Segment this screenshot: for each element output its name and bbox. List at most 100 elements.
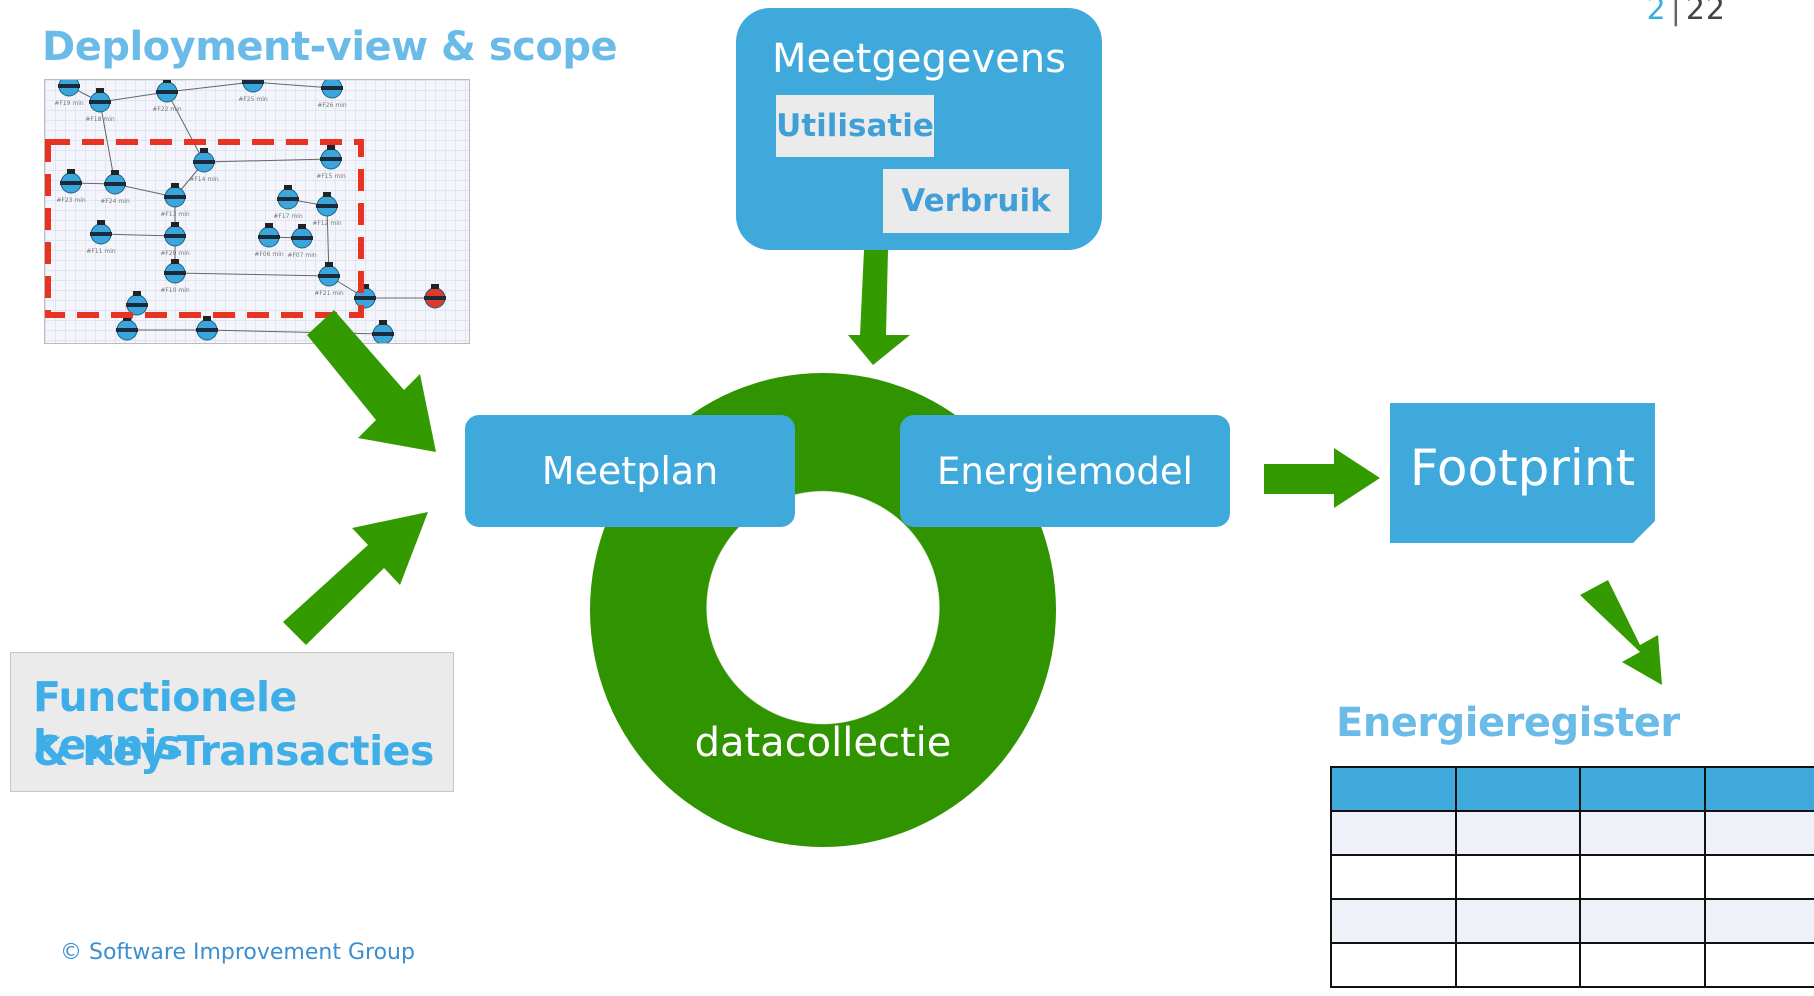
graph-node: #F12 min [312,192,342,227]
table-cell [1454,854,1581,900]
functionele-kennis-line2: & Key-Transacties [33,727,434,775]
arrow-down-icon [848,250,910,365]
arrow-down-right-icon [307,310,436,452]
footprint-label: Footprint [1409,439,1636,497]
meetgegevens-title: Meetgegevens [772,36,1066,82]
graph-edge [174,272,330,277]
graph-node [116,316,138,341]
arrow-down-right-icon [1580,580,1662,685]
meetplan-box: Meetplan [465,415,795,527]
copyright-text: © Software Improvement Group [60,940,415,965]
graph-node-label: #F19 min [54,100,84,107]
table-cell [1579,942,1706,988]
graph-node [424,284,446,309]
graph-node: #F13 min [160,183,190,218]
graph-node-label: #F26 min [317,102,347,109]
graph-node-label: #F18 min [85,116,115,123]
table-cell [1454,810,1581,856]
graph-node [126,291,148,316]
graph-node-label: #F23 min [56,197,86,204]
table-cell [1454,898,1581,944]
utilisatie-chip: Utilisatie [776,95,934,157]
graph-node: #F18 min [85,88,115,123]
page-separator: | [1670,0,1682,27]
graph-node-label: #F12 min [312,220,342,227]
graph-edge [100,233,176,237]
graph-node [372,320,394,343]
graph-node: #F06 min [254,223,284,258]
table-cell [1330,810,1457,856]
graph-node: #F14 min [189,148,219,183]
table-cell [1703,854,1814,900]
table-row [1330,810,1814,856]
graph-edge [166,81,254,93]
graph-edge [166,91,205,163]
graph-node: #F07 min [287,224,317,259]
page-number: 2|22 [1647,0,1726,27]
deployment-view-title: Deployment-view & scope [42,24,618,70]
graph-node: #F20 min [160,222,190,257]
graph-node-label: #F17 min [273,213,303,220]
graph-node [196,316,218,341]
graph-node: #F17 min [273,185,303,220]
energiemodel-box: Energiemodel [900,415,1230,527]
arrow-right-icon [1264,448,1380,508]
deployment-graph: #F19 min #F18 min #F22 min #F25 min #F26 min… [45,80,446,343]
graph-node-label: #F14 min [189,176,219,183]
table-cell [1703,766,1814,812]
functionele-kennis-box: Functionele kennis & Key-Transacties [10,652,454,792]
functionele-kennis-line1: Functionele kennis [33,673,297,769]
table-cell [1579,898,1706,944]
graph-edge [252,81,333,89]
graph-node: #F21 min [314,262,344,297]
graph-node: #F25 min [238,80,268,103]
graph-node: #F19 min [54,80,84,107]
table-row [1330,898,1814,944]
table-cell [1703,810,1814,856]
table-header-row [1330,766,1814,812]
table-cell [1703,898,1814,944]
table-cell [1454,766,1581,812]
verbruik-chip: Verbruik [883,169,1069,233]
table-row [1330,854,1814,900]
table-row [1330,942,1814,988]
table-cell [1579,854,1706,900]
table-cell [1579,766,1706,812]
graph-node-label: #F07 min [287,252,317,259]
meetgegevens-box: Meetgegevens Utilisatie Verbruik [736,8,1102,250]
graph-node-label: #F10 min [160,287,190,294]
energieregister-title: Energieregister [1336,700,1680,746]
graph-node-label: #F20 min [160,250,190,257]
graph-node: #F22 min [152,80,182,113]
graph-node-label: #F21 min [314,290,344,297]
page-total: 22 [1685,0,1726,27]
graph-node: #F11 min [86,220,116,255]
table-cell [1330,942,1457,988]
graph-node-label: #F22 min [152,106,182,113]
table-cell [1579,810,1706,856]
graph-node: #F23 min [56,169,86,204]
graph-node-label: #F25 min [238,96,268,103]
footprint-page-fold [1633,521,1655,543]
graph-node-label: #F24 min [100,198,130,205]
table-cell [1330,898,1457,944]
graph-node: #F10 min [160,259,190,294]
graph-node: #F15 min [316,145,346,180]
deployment-view-thumbnail: #F19 min #F18 min #F22 min #F25 min #F26 min… [44,79,470,344]
graph-edge [99,91,168,103]
page-current: 2 [1646,0,1667,27]
graph-node-label: #F13 min [160,211,190,218]
graph-edge [203,158,332,163]
scope-dashed-frame [45,139,364,318]
graph-node-label: #F11 min [86,248,116,255]
arrow-up-right-icon [283,512,428,645]
energieregister-table [1330,766,1814,988]
table-cell [1454,942,1581,988]
table-cell [1703,942,1814,988]
graph-node-label: #F06 min [254,251,284,258]
graph-node: #F26 min [317,80,347,109]
table-cell [1330,854,1457,900]
graph-node-label: #F15 min [316,173,346,180]
datacollectie-label: datacollectie [694,720,952,766]
